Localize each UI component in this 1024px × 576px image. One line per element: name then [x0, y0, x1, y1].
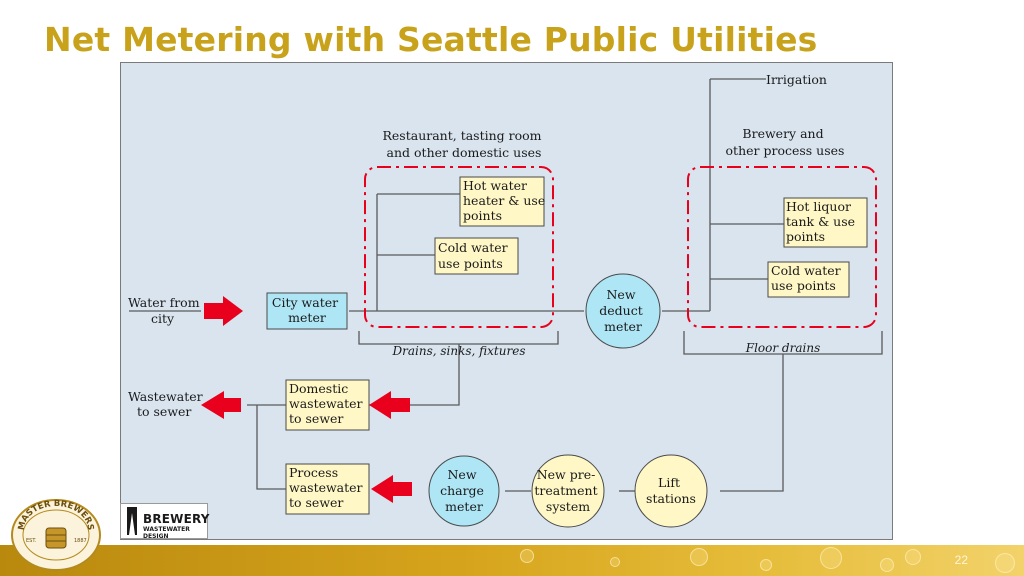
outflow-arrow: [201, 391, 241, 419]
brewery-wastewater-logo: BREWERY WASTEWATER DESIGN: [120, 503, 210, 540]
brewery-logo-title: BREWERY: [143, 512, 210, 526]
stack-icon: [127, 507, 137, 535]
net-metering-diagram: Water from city City water meter Restaur…: [120, 62, 893, 540]
lift-stations-label: Lift stations: [646, 475, 696, 506]
process-uses-region: [687, 166, 877, 328]
pretreatment-circle: [531, 454, 605, 528]
cold-water-left-label: Cold water use points: [438, 240, 512, 271]
domestic-wastewater-box: [285, 379, 370, 431]
cold-water-right-box: [767, 261, 850, 298]
master-brewers-logo: MASTER BREWERS EST. 1887: [11, 499, 101, 571]
bubble-decoration: [820, 547, 842, 569]
brewery-logo-subtitle: WASTEWATER DESIGN: [143, 526, 190, 540]
new-charge-meter-label: New charge meter: [440, 467, 488, 514]
hot-liquor-tank-label: Hot liquor tank & use points: [786, 199, 859, 244]
brewery-caption: Brewery and other process uses: [726, 126, 845, 158]
cold-water-left-box: [434, 237, 519, 275]
process-flow-arrow: [371, 475, 412, 503]
domestic-flow-arrow: [369, 391, 410, 419]
city-water-meter-box: [266, 292, 348, 330]
pretreatment-label: New pre- treatment system: [534, 467, 601, 514]
diagram-canvas: Water from city City water meter Restaur…: [128, 72, 883, 528]
hot-liquor-tank-box: [783, 197, 868, 248]
cold-water-right-label: Cold water use points: [771, 263, 845, 293]
new-deduct-meter-label: New deduct meter: [599, 287, 646, 334]
bubble-decoration: [610, 557, 620, 567]
new-charge-meter-circle: [428, 455, 500, 527]
lift-stations-circle: [634, 454, 708, 528]
domestic-uses-region: [364, 166, 554, 328]
bubble-decoration: [690, 548, 708, 566]
svg-text:EST.: EST.: [26, 538, 37, 544]
page-number: 22: [954, 553, 968, 567]
bubble-decoration: [760, 559, 772, 571]
irrigation-label: Irrigation: [766, 72, 827, 87]
process-wastewater-label: Process wastewater to sewer: [289, 465, 367, 510]
drains-sinks-label: Drains, sinks, fixtures: [392, 344, 526, 358]
domestic-wastewater-label: Domestic wastewater to sewer: [289, 381, 367, 426]
wastewater-to-sewer-label: Wastewater to sewer: [128, 389, 207, 419]
process-wastewater-box: [285, 463, 370, 515]
hot-water-heater-box: [459, 176, 545, 227]
footer-bar: [0, 545, 1024, 576]
svg-text:1887: 1887: [74, 538, 87, 544]
restaurant-caption: Restaurant, tasting room and other domes…: [383, 128, 546, 160]
bubble-decoration: [995, 553, 1015, 573]
bubble-decoration: [880, 558, 894, 572]
city-water-meter-label: City water meter: [272, 295, 342, 325]
inflow-arrow: [204, 296, 243, 326]
floor-drains-label: Floor drains: [745, 341, 820, 355]
new-deduct-meter-circle: [585, 273, 661, 349]
bubble-decoration: [905, 549, 921, 565]
hot-water-heater-label: Hot water heater & use points: [463, 178, 549, 223]
water-from-city-label: Water from city: [128, 295, 204, 326]
slide-title: Net Metering with Seattle Public Utiliti…: [44, 20, 818, 59]
bubble-decoration: [520, 549, 534, 563]
